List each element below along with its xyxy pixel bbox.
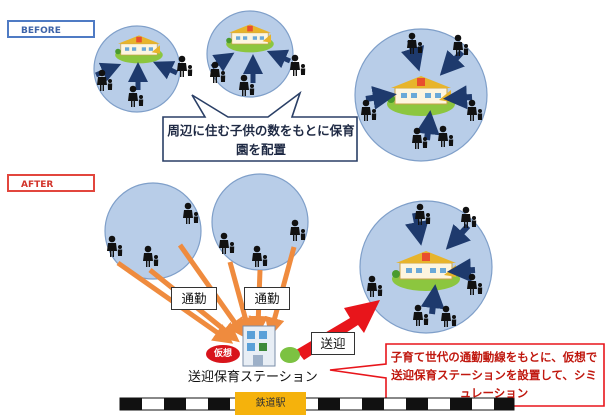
railway-track: [119, 397, 515, 411]
after-callout-text: 子育て世代の通勤動線をもとに、仮想で送迎保育ステーションを設置して、シミュレーシ…: [390, 350, 598, 400]
after-callout-shape: [329, 343, 605, 407]
railway-station-label: 鉄道駅: [235, 392, 306, 415]
before-label: BEFORE: [7, 20, 95, 38]
after-area-circle-3: [359, 200, 493, 334]
after-label: AFTER: [7, 174, 95, 192]
after-area-circle-1: [104, 182, 202, 280]
before-callout-text: 周辺に住む子供の数をもとに保育園を配置: [167, 123, 355, 157]
before-area-circle-3: [354, 28, 488, 162]
station-name: 送迎保育ステーション: [188, 370, 318, 385]
before-callout-shape: [162, 90, 358, 162]
virtual-badge: 仮想: [206, 345, 240, 363]
pickup-label: 送迎: [311, 332, 355, 355]
commute-label-1: 通勤: [171, 287, 217, 310]
commute-label-2: 通勤: [244, 287, 290, 310]
before-area-circle-1: [93, 25, 193, 113]
before-area-circle-2: [206, 10, 306, 98]
station-illustration: [242, 325, 300, 367]
